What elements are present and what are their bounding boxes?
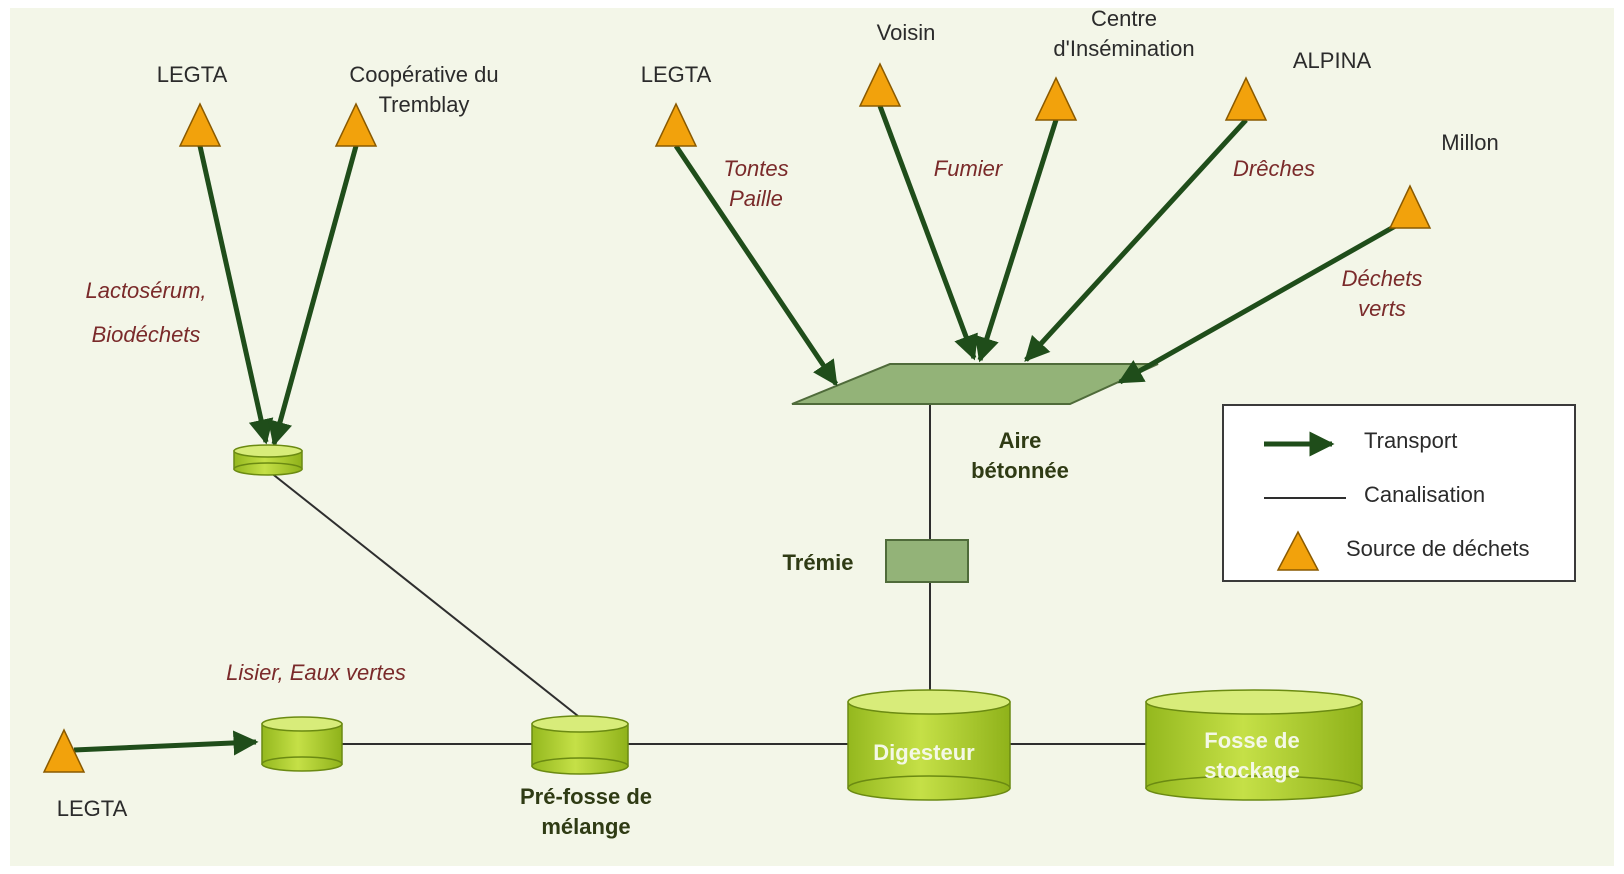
- waste-label-line: Biodéchets: [91, 322, 201, 347]
- legend-label-source: Source de déchets: [1346, 536, 1530, 561]
- waste-label-line: Déchets: [1341, 266, 1423, 291]
- source-label-line: Tremblay: [378, 92, 470, 117]
- source-label-line: Centre: [1090, 6, 1158, 31]
- facility-label-aire: Aire bétonnée: [971, 426, 1069, 486]
- facility-label-fosse: Fosse de stockage: [1204, 726, 1299, 786]
- arrow-legta3-to-lisier-tank: [73, 730, 259, 756]
- tremie-hopper: [885, 539, 969, 583]
- waste-label-line: Lactosérum,: [85, 278, 207, 303]
- facility-label-tremie: Trémie: [782, 550, 854, 575]
- arrow-cooperative-to-tank: [267, 145, 359, 447]
- waste-label-line: verts: [1358, 296, 1406, 321]
- small-collection-tank: [233, 444, 303, 476]
- source-triangles: [42, 62, 1432, 773]
- pipe-small-tank-to-prefosse: [269, 471, 579, 717]
- waste-label-fumier: Fumier: [933, 156, 1003, 181]
- source-label-voisin: Voisin: [876, 20, 936, 45]
- legend-label-transport: Transport: [1364, 428, 1458, 453]
- triangle-icon: [178, 102, 222, 147]
- triangle-icon: [1388, 184, 1432, 229]
- prefosse-tank: [531, 715, 629, 775]
- arrow-voisin-to-aire: [877, 105, 978, 361]
- legend-label-canalisation: Canalisation: [1364, 482, 1486, 507]
- transport-arrows: [73, 105, 1408, 756]
- waste-label-dreches: Drêches: [1233, 156, 1315, 181]
- triangle-icon: [1034, 76, 1078, 121]
- legend-box: Transport Canalisation Source de déchets: [1222, 404, 1576, 582]
- triangle-icon: [334, 102, 378, 147]
- arrow-millon-to-aire: [1117, 217, 1408, 385]
- facility-label-digesteur: Digesteur: [873, 740, 975, 765]
- digesteur-tank: [847, 689, 1011, 801]
- legend-symbols: [1264, 431, 1346, 571]
- legend-triangle-icon: [1276, 530, 1320, 571]
- diagram-canvas: LEGTA Coopérative du Tremblay LEGTA Vois…: [10, 6, 1614, 866]
- fosse-stockage-tank: [1145, 689, 1363, 801]
- facility-label-prefosse: Pré-fosse de mélange: [520, 782, 652, 842]
- pipes: [269, 400, 1146, 745]
- source-label-legta-2: LEGTA: [640, 62, 712, 87]
- source-label-centre: Centre d'Insémination: [1053, 4, 1194, 64]
- source-label-legta-3: LEGTA: [56, 796, 128, 821]
- arrow-legta1-to-tank: [197, 145, 274, 445]
- triangle-icon: [858, 62, 902, 107]
- aire-betonnee-platform: [791, 363, 1159, 405]
- triangle-icon: [1224, 76, 1268, 121]
- triangle-icon: [654, 102, 698, 147]
- lisier-tank: [261, 716, 343, 772]
- waste-label-lactoserum: Lactosérum, Biodéchets: [85, 276, 206, 350]
- source-label-millon: Millon: [1441, 130, 1499, 155]
- source-label-legta-1: LEGTA: [156, 62, 228, 87]
- arrow-alpina-to-aire: [1024, 118, 1248, 362]
- triangle-icon: [42, 728, 86, 773]
- waste-label-lisier: Lisier, Eaux vertes: [226, 660, 406, 685]
- source-label-cooperative: Coopérative du Tremblay: [349, 60, 498, 120]
- source-label-line: Coopérative du: [349, 62, 499, 87]
- facility-label-line: Aire: [998, 428, 1042, 453]
- source-label-alpina: ALPINA: [1292, 48, 1372, 73]
- facility-label-line: bétonnée: [971, 458, 1069, 483]
- source-label-line: d'Insémination: [1053, 36, 1195, 61]
- arrow-centre-to-aire: [974, 119, 1059, 363]
- facility-label-line: Pré-fosse de: [519, 784, 653, 809]
- flow-diagram: [42, 62, 1432, 801]
- arrow-legta2-to-aire: [673, 144, 839, 387]
- facility-label-line: stockage: [1204, 758, 1300, 783]
- waste-label-line: Paille: [729, 186, 783, 211]
- waste-label-dechets-verts: Déchets verts: [1342, 264, 1423, 324]
- facility-label-line: mélange: [541, 814, 631, 839]
- waste-label-line: Tontes: [723, 156, 789, 181]
- facility-label-line: Fosse de: [1204, 728, 1300, 753]
- waste-label-tontes-paille: Tontes Paille: [723, 154, 788, 214]
